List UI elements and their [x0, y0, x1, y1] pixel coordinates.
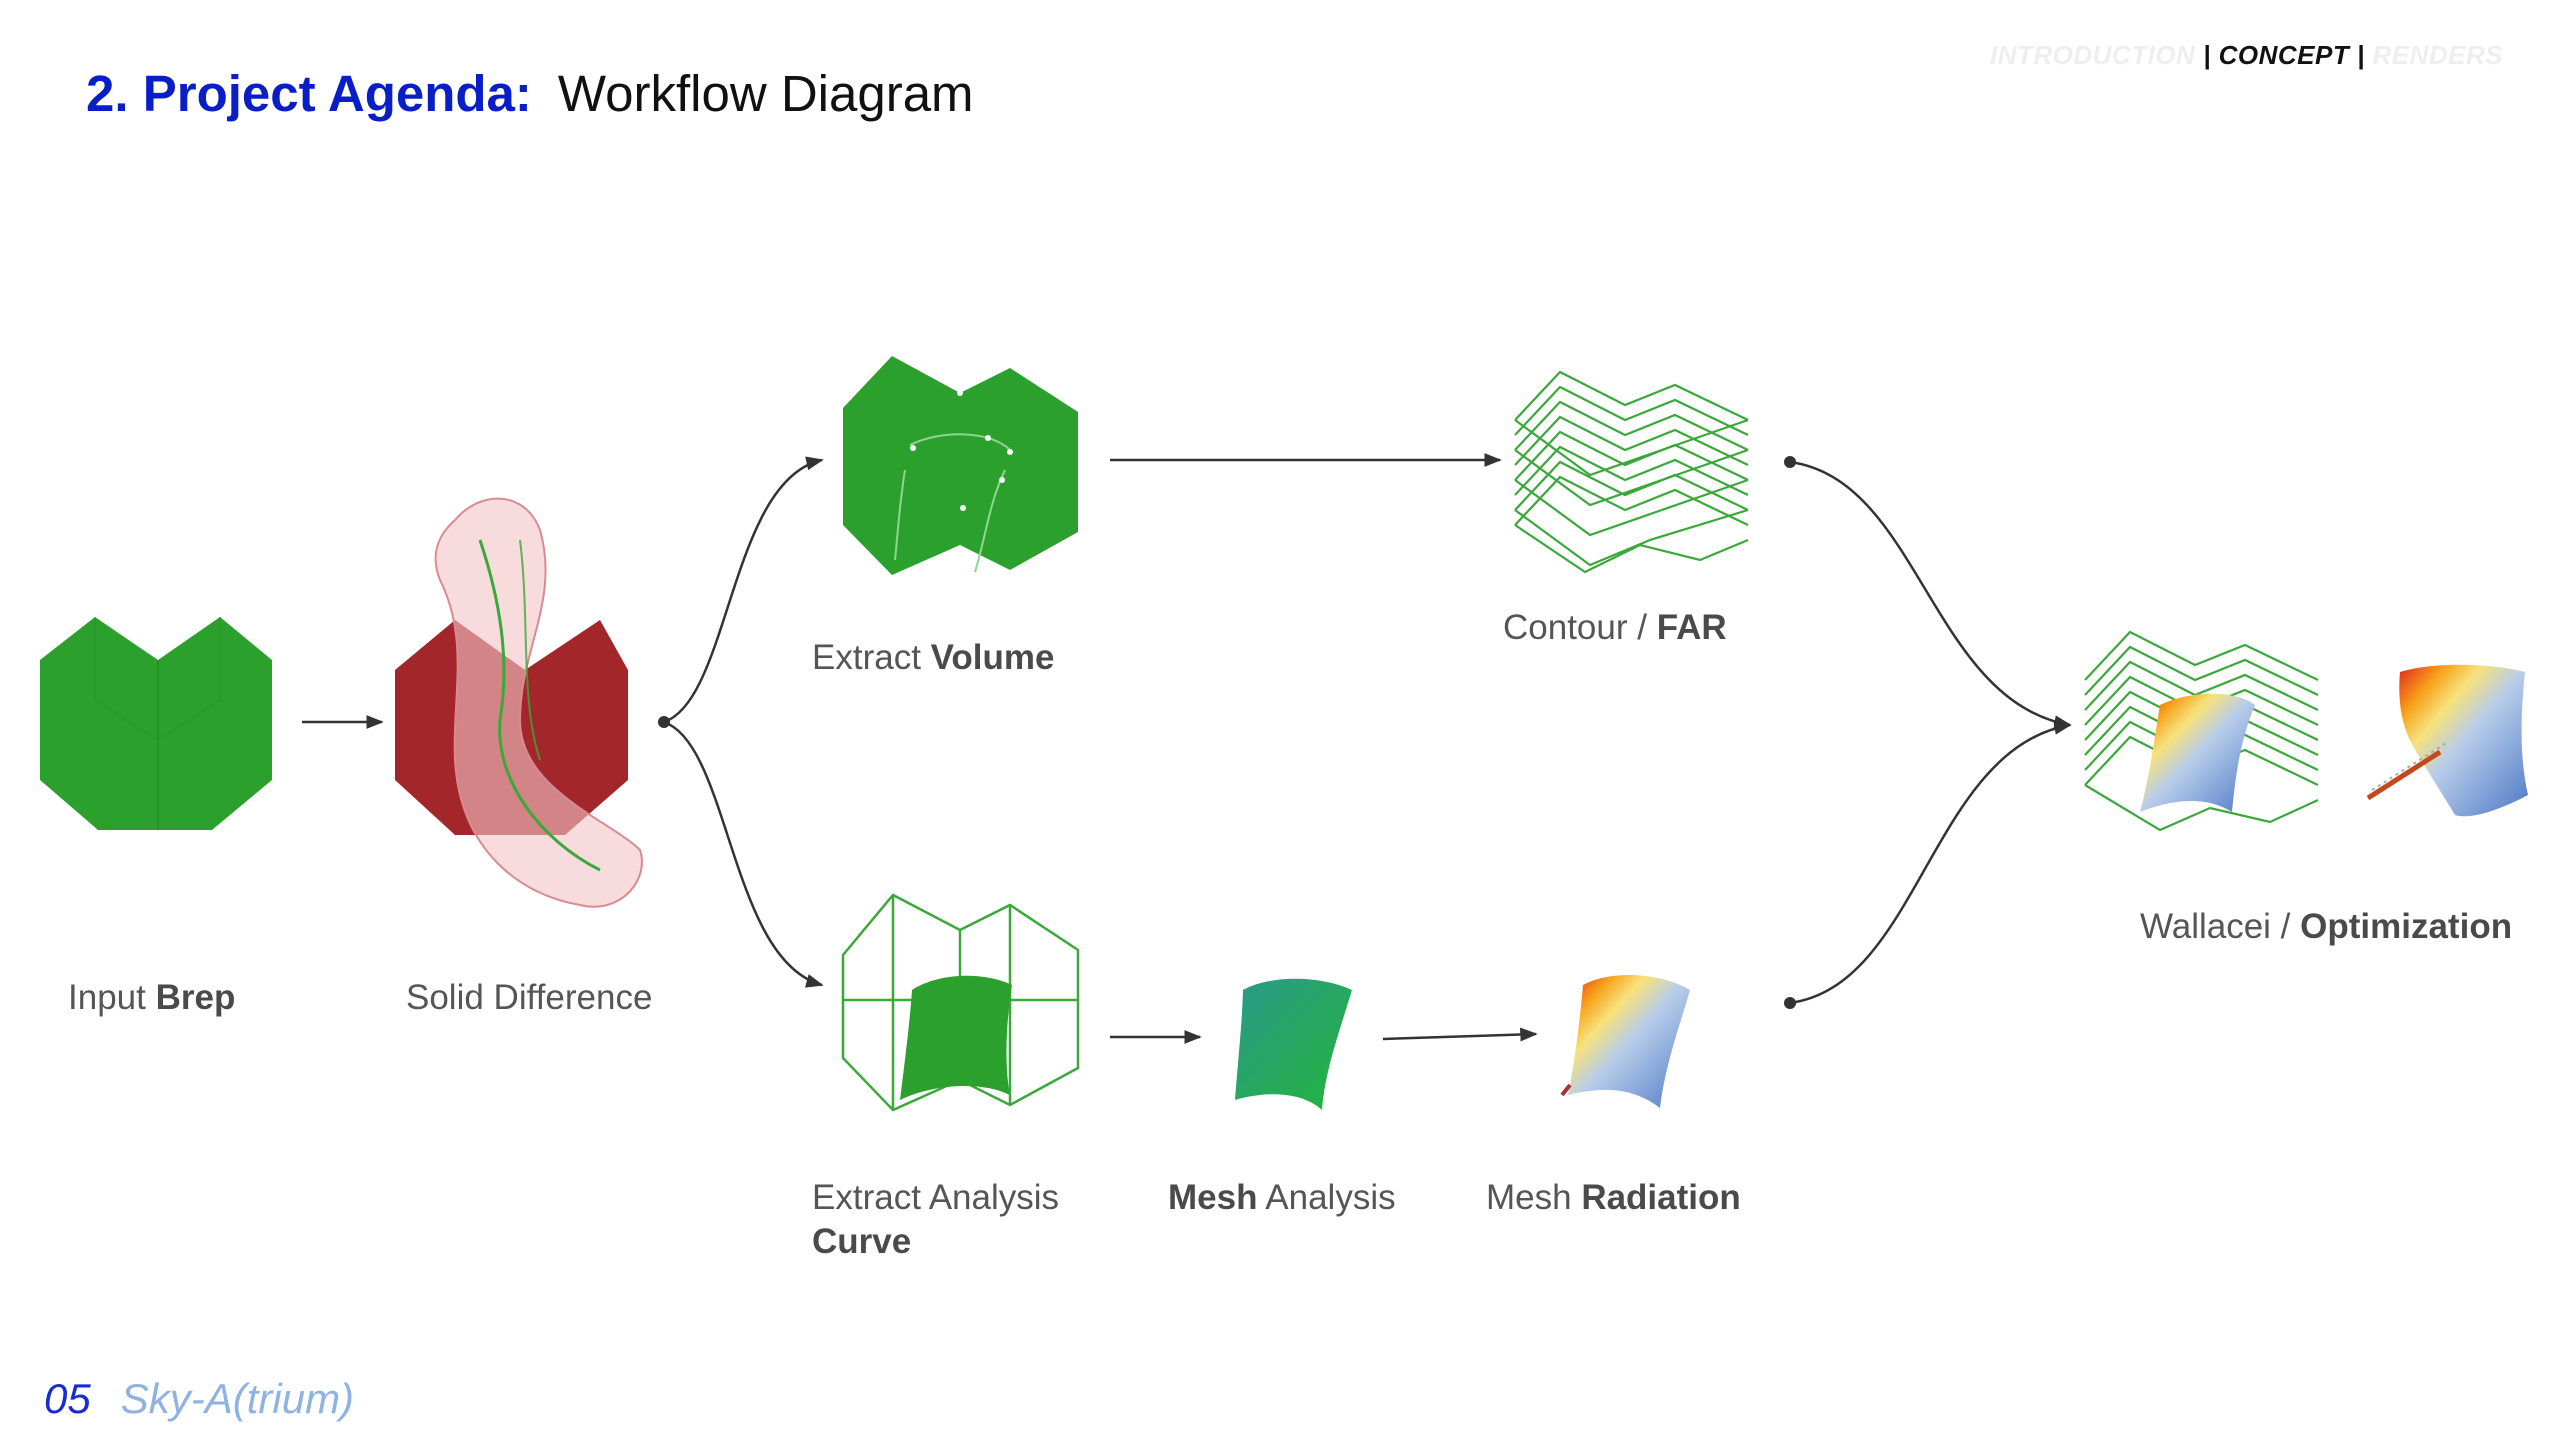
edge-curve: [663, 456, 824, 724]
title-subtitle: Workflow Diagram: [557, 65, 974, 122]
project-name: Sky-A(trium): [120, 1375, 355, 1422]
edge-arrow: [1382, 1027, 1538, 1042]
mesh-analysis-shape: [1235, 978, 1352, 1110]
wallacei-optimization-shape: [2084, 630, 2528, 832]
contour-far-shape: [1514, 370, 1749, 574]
edge-curve: [663, 720, 824, 988]
page-title: 2. Project Agenda: Workflow Diagram: [86, 68, 974, 119]
page-number: 05: [44, 1375, 91, 1422]
extract-volume-shape: [843, 356, 1078, 575]
nav-separator: |: [2356, 40, 2365, 70]
nav-item-renders[interactable]: RENDERS: [2372, 40, 2504, 70]
solid-difference-shape: [395, 497, 643, 908]
label-extract-volume: Extract Volume: [812, 638, 1055, 677]
nav-item-introduction[interactable]: INTRODUCTION: [1990, 40, 2196, 70]
mesh-radiation-shape: [1560, 974, 1690, 1108]
edge-curve: [1789, 720, 2072, 1005]
input-brep-shape: [40, 617, 272, 830]
label-mesh-radiation: Mesh Radiation: [1486, 1178, 1741, 1217]
label-contour-far: Contour / FAR: [1503, 608, 1727, 647]
label-solid-difference: Solid Difference: [406, 978, 653, 1017]
label-mesh-analysis: Mesh Analysis: [1168, 1178, 1396, 1217]
label-wallacei-optimization: Wallacei / Optimization: [2140, 907, 2513, 946]
label-input-brep: Input Brep: [68, 978, 236, 1017]
section-nav: INTRODUCTION | CONCEPT | RENDERS: [1990, 40, 2503, 71]
extract-analysis-curve-shape: [841, 893, 1080, 1112]
nav-separator: |: [2203, 40, 2211, 70]
nav-item-concept[interactable]: CONCEPT: [2218, 40, 2350, 70]
title-main: 2. Project Agenda:: [86, 65, 532, 122]
edge-curve: [1789, 460, 2072, 730]
footer: 05 Sky-A(trium): [44, 1378, 354, 1420]
